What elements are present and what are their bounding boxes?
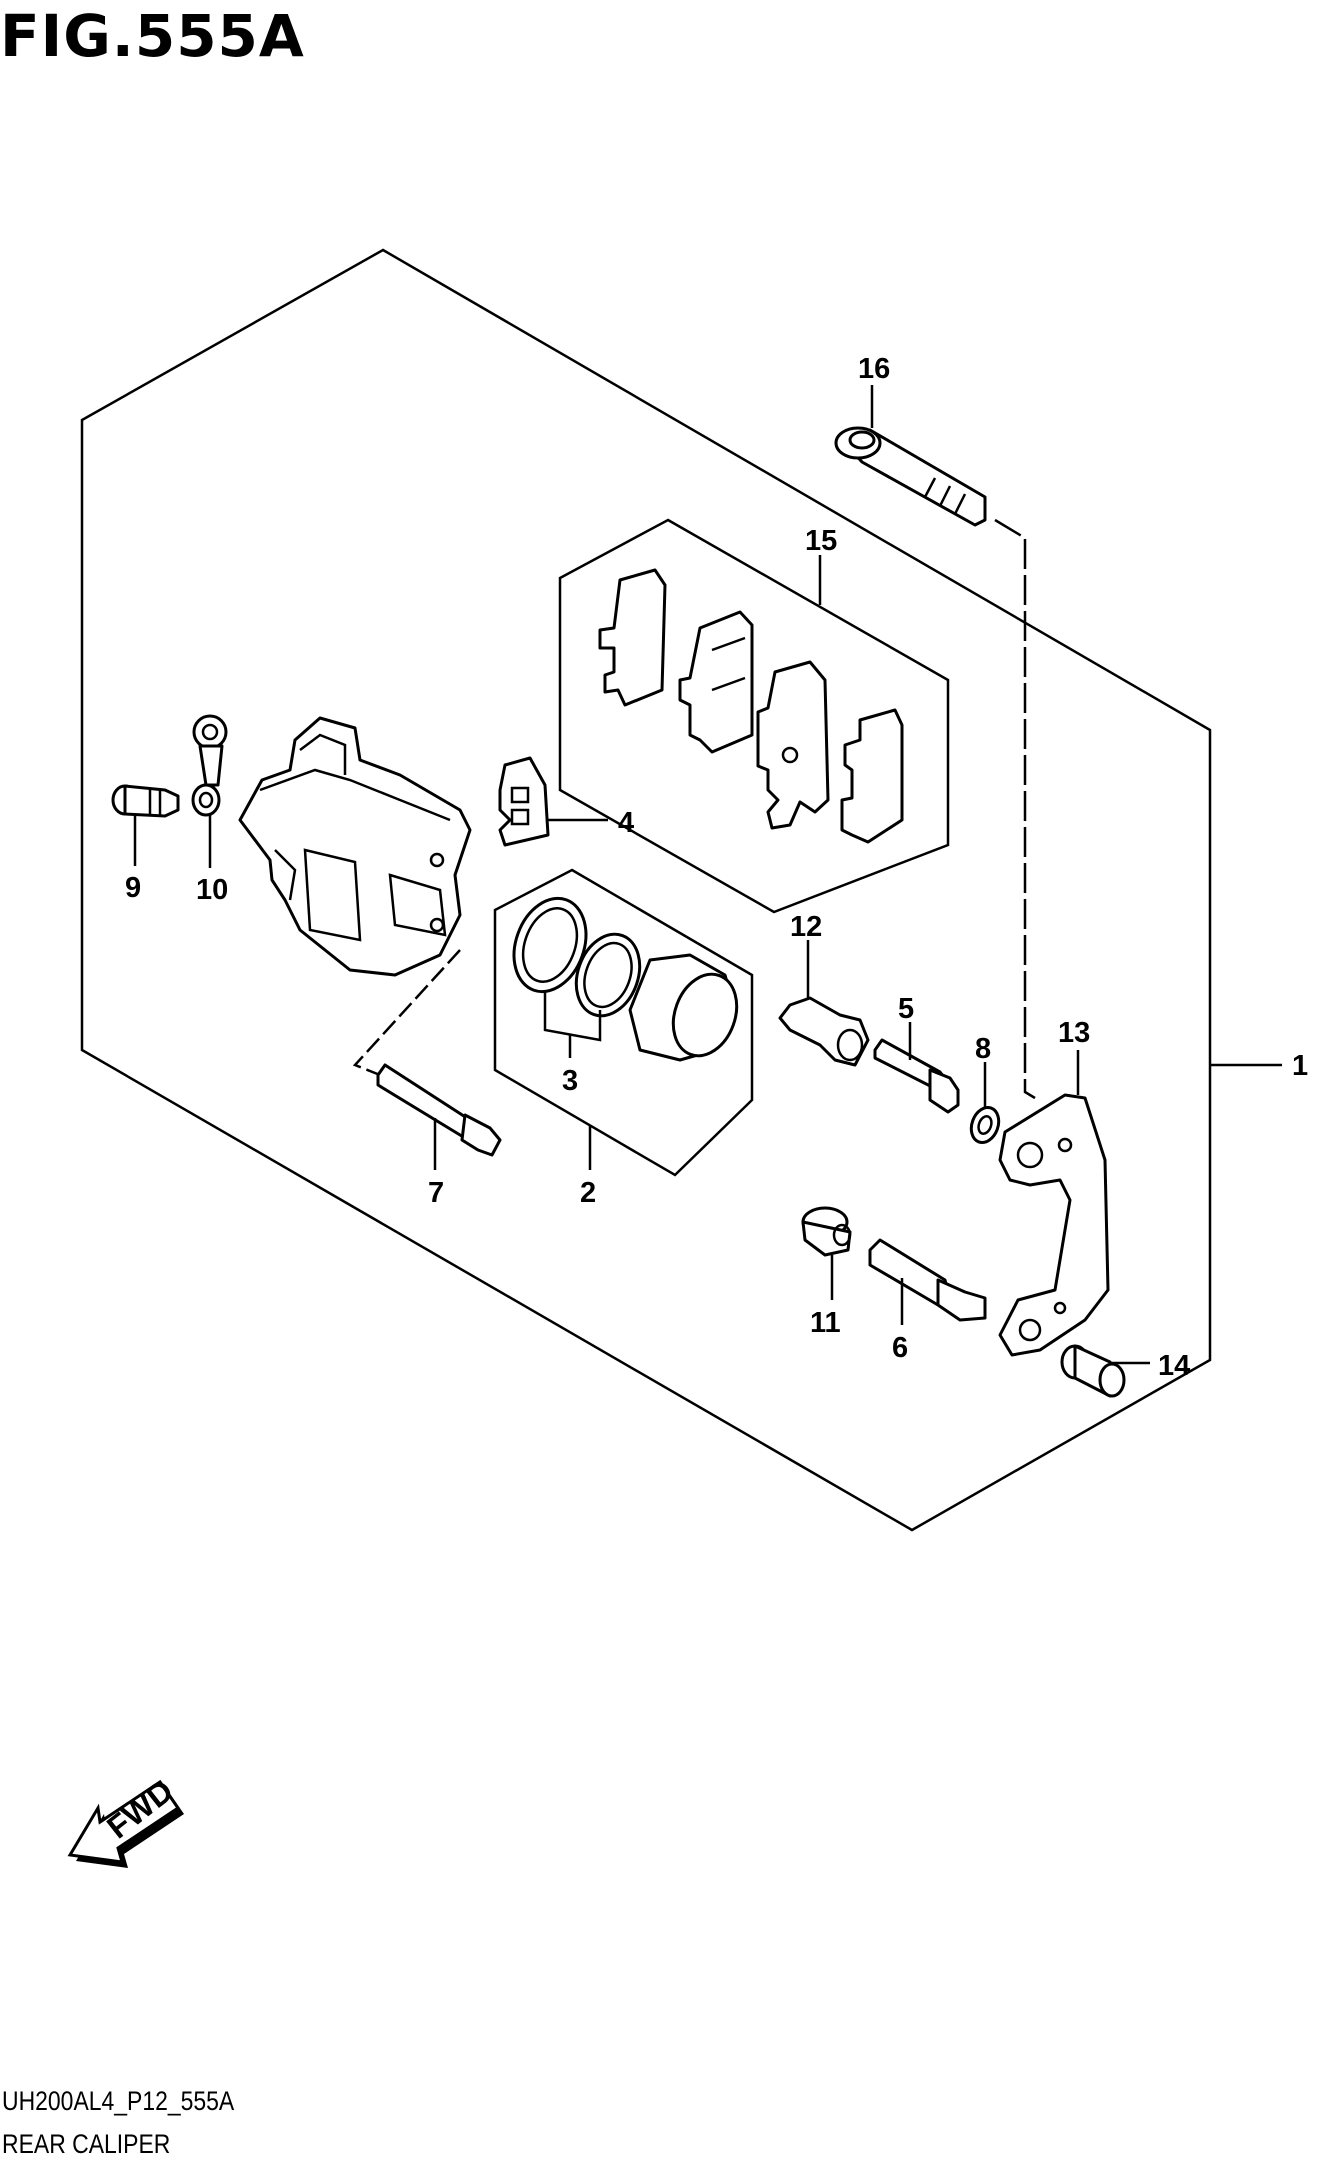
bleeder-valve-9 xyxy=(111,784,180,818)
bolt-16 xyxy=(834,426,987,527)
piston-seal xyxy=(512,896,588,994)
piston xyxy=(628,953,739,1062)
figure-code: UH200AL4_P12_555A xyxy=(2,2086,235,2116)
callout-7: 7 xyxy=(428,1177,444,1209)
leader-3 xyxy=(543,990,602,1042)
figure-name: REAR CALIPER xyxy=(2,2129,171,2159)
callout-16: 16 xyxy=(858,353,890,385)
sleeve-14 xyxy=(1060,1344,1126,1398)
callout-1: 1 xyxy=(1292,1050,1308,1082)
callout-12: 12 xyxy=(790,911,822,943)
callout-4: 4 xyxy=(618,807,634,839)
leader-7-dashed xyxy=(352,949,461,1077)
callout-8: 8 xyxy=(975,1033,991,1065)
callout-2: 2 xyxy=(580,1177,596,1209)
callout-6: 6 xyxy=(892,1332,908,1364)
callout-5: 5 xyxy=(898,993,914,1025)
caliper-bracket-13 xyxy=(998,1093,1110,1357)
figure-title: FIG.555A xyxy=(0,2,305,70)
brake-pad-outer-shim xyxy=(598,568,667,707)
callout-15: 15 xyxy=(805,525,837,557)
slide-pin-6 xyxy=(868,1238,987,1322)
assembly-outline xyxy=(80,248,1212,1532)
brake-pad-inner-shim xyxy=(840,708,904,844)
pad-spring-4 xyxy=(498,756,550,847)
callout-3: 3 xyxy=(562,1065,578,1097)
bleeder-cap-10 xyxy=(191,714,228,817)
bolt-5 xyxy=(873,1038,960,1114)
brake-pad-inner xyxy=(756,660,830,830)
callout-10: 10 xyxy=(196,874,228,906)
pad-set-outline xyxy=(558,518,950,914)
callout-13: 13 xyxy=(1058,1017,1090,1049)
piston-set-outline xyxy=(493,868,754,1177)
dust-seal xyxy=(574,932,642,1018)
caliper-body xyxy=(238,716,472,977)
callout-11: 11 xyxy=(810,1307,841,1339)
boot-11 xyxy=(801,1206,852,1257)
bolt-16-leader xyxy=(994,518,1036,1100)
boot-12 xyxy=(778,996,870,1067)
brake-pad-outer xyxy=(678,610,754,754)
slide-pin-7 xyxy=(376,1063,502,1157)
callout-14: 14 xyxy=(1158,1350,1190,1382)
washer-8 xyxy=(969,1106,1001,1144)
callout-9: 9 xyxy=(125,872,141,904)
fwd-arrow-icon: FWD xyxy=(67,1772,184,1868)
